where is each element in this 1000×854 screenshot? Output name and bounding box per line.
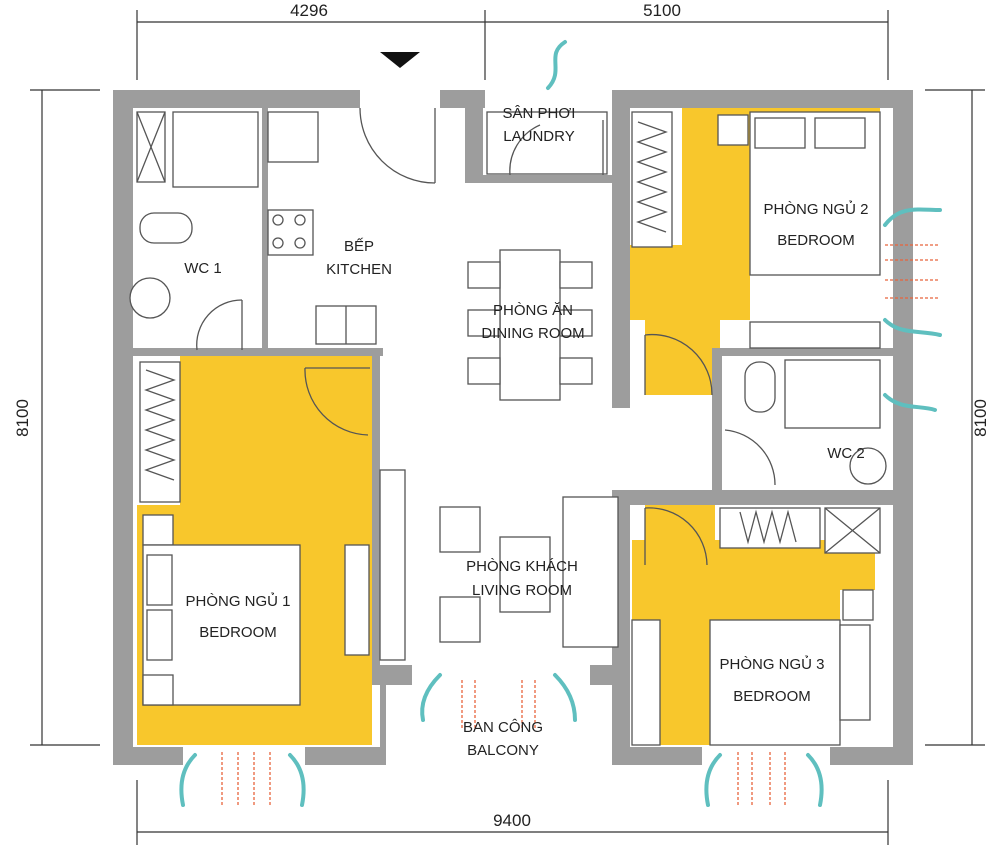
bedroom1-label-en: BEDROOM xyxy=(199,624,277,641)
dim-bottom: 9400 xyxy=(493,811,531,830)
bedroom2-label-vi: PHÒNG NGỦ 2 xyxy=(763,200,868,218)
dim-left: 8100 xyxy=(13,399,32,437)
dining-label-vi: PHÒNG ĂN xyxy=(493,302,573,319)
light-arrows-icon xyxy=(221,244,940,805)
dimension-lines xyxy=(30,10,985,845)
entrance-arrow-icon xyxy=(380,52,420,68)
balcony-label-en: BALCONY xyxy=(467,742,539,759)
laundry-label-vi: SÂN PHƠI xyxy=(503,105,576,122)
bedroom3-label-vi: PHÒNG NGỦ 3 xyxy=(719,655,824,673)
living-label-vi: PHÒNG KHÁCH xyxy=(466,558,578,575)
wc2-label: WC 2 xyxy=(827,445,865,462)
furniture xyxy=(129,111,887,746)
living-label-en: LIVING ROOM xyxy=(472,582,572,599)
dim-top-right: 5100 xyxy=(643,1,681,20)
dining-label-en: DINING ROOM xyxy=(481,325,584,342)
bedroom2-label-en: BEDROOM xyxy=(777,232,855,249)
laundry-label-en: LAUNDRY xyxy=(503,128,574,145)
bedroom1-label-vi: PHÒNG NGỦ 1 xyxy=(185,592,290,610)
kitchen-label-en: KITCHEN xyxy=(326,261,392,278)
dim-right: 8100 xyxy=(971,399,990,437)
dim-top-left: 4296 xyxy=(290,1,328,20)
balcony-label-vi: BAN CÔNG xyxy=(463,719,543,736)
doors xyxy=(196,107,776,566)
airflow-arrows-icon xyxy=(179,40,942,807)
bedroom3-label-en: BEDROOM xyxy=(733,688,811,705)
wc1-label: WC 1 xyxy=(184,260,222,277)
kitchen-label-vi: BẾP xyxy=(344,238,374,255)
